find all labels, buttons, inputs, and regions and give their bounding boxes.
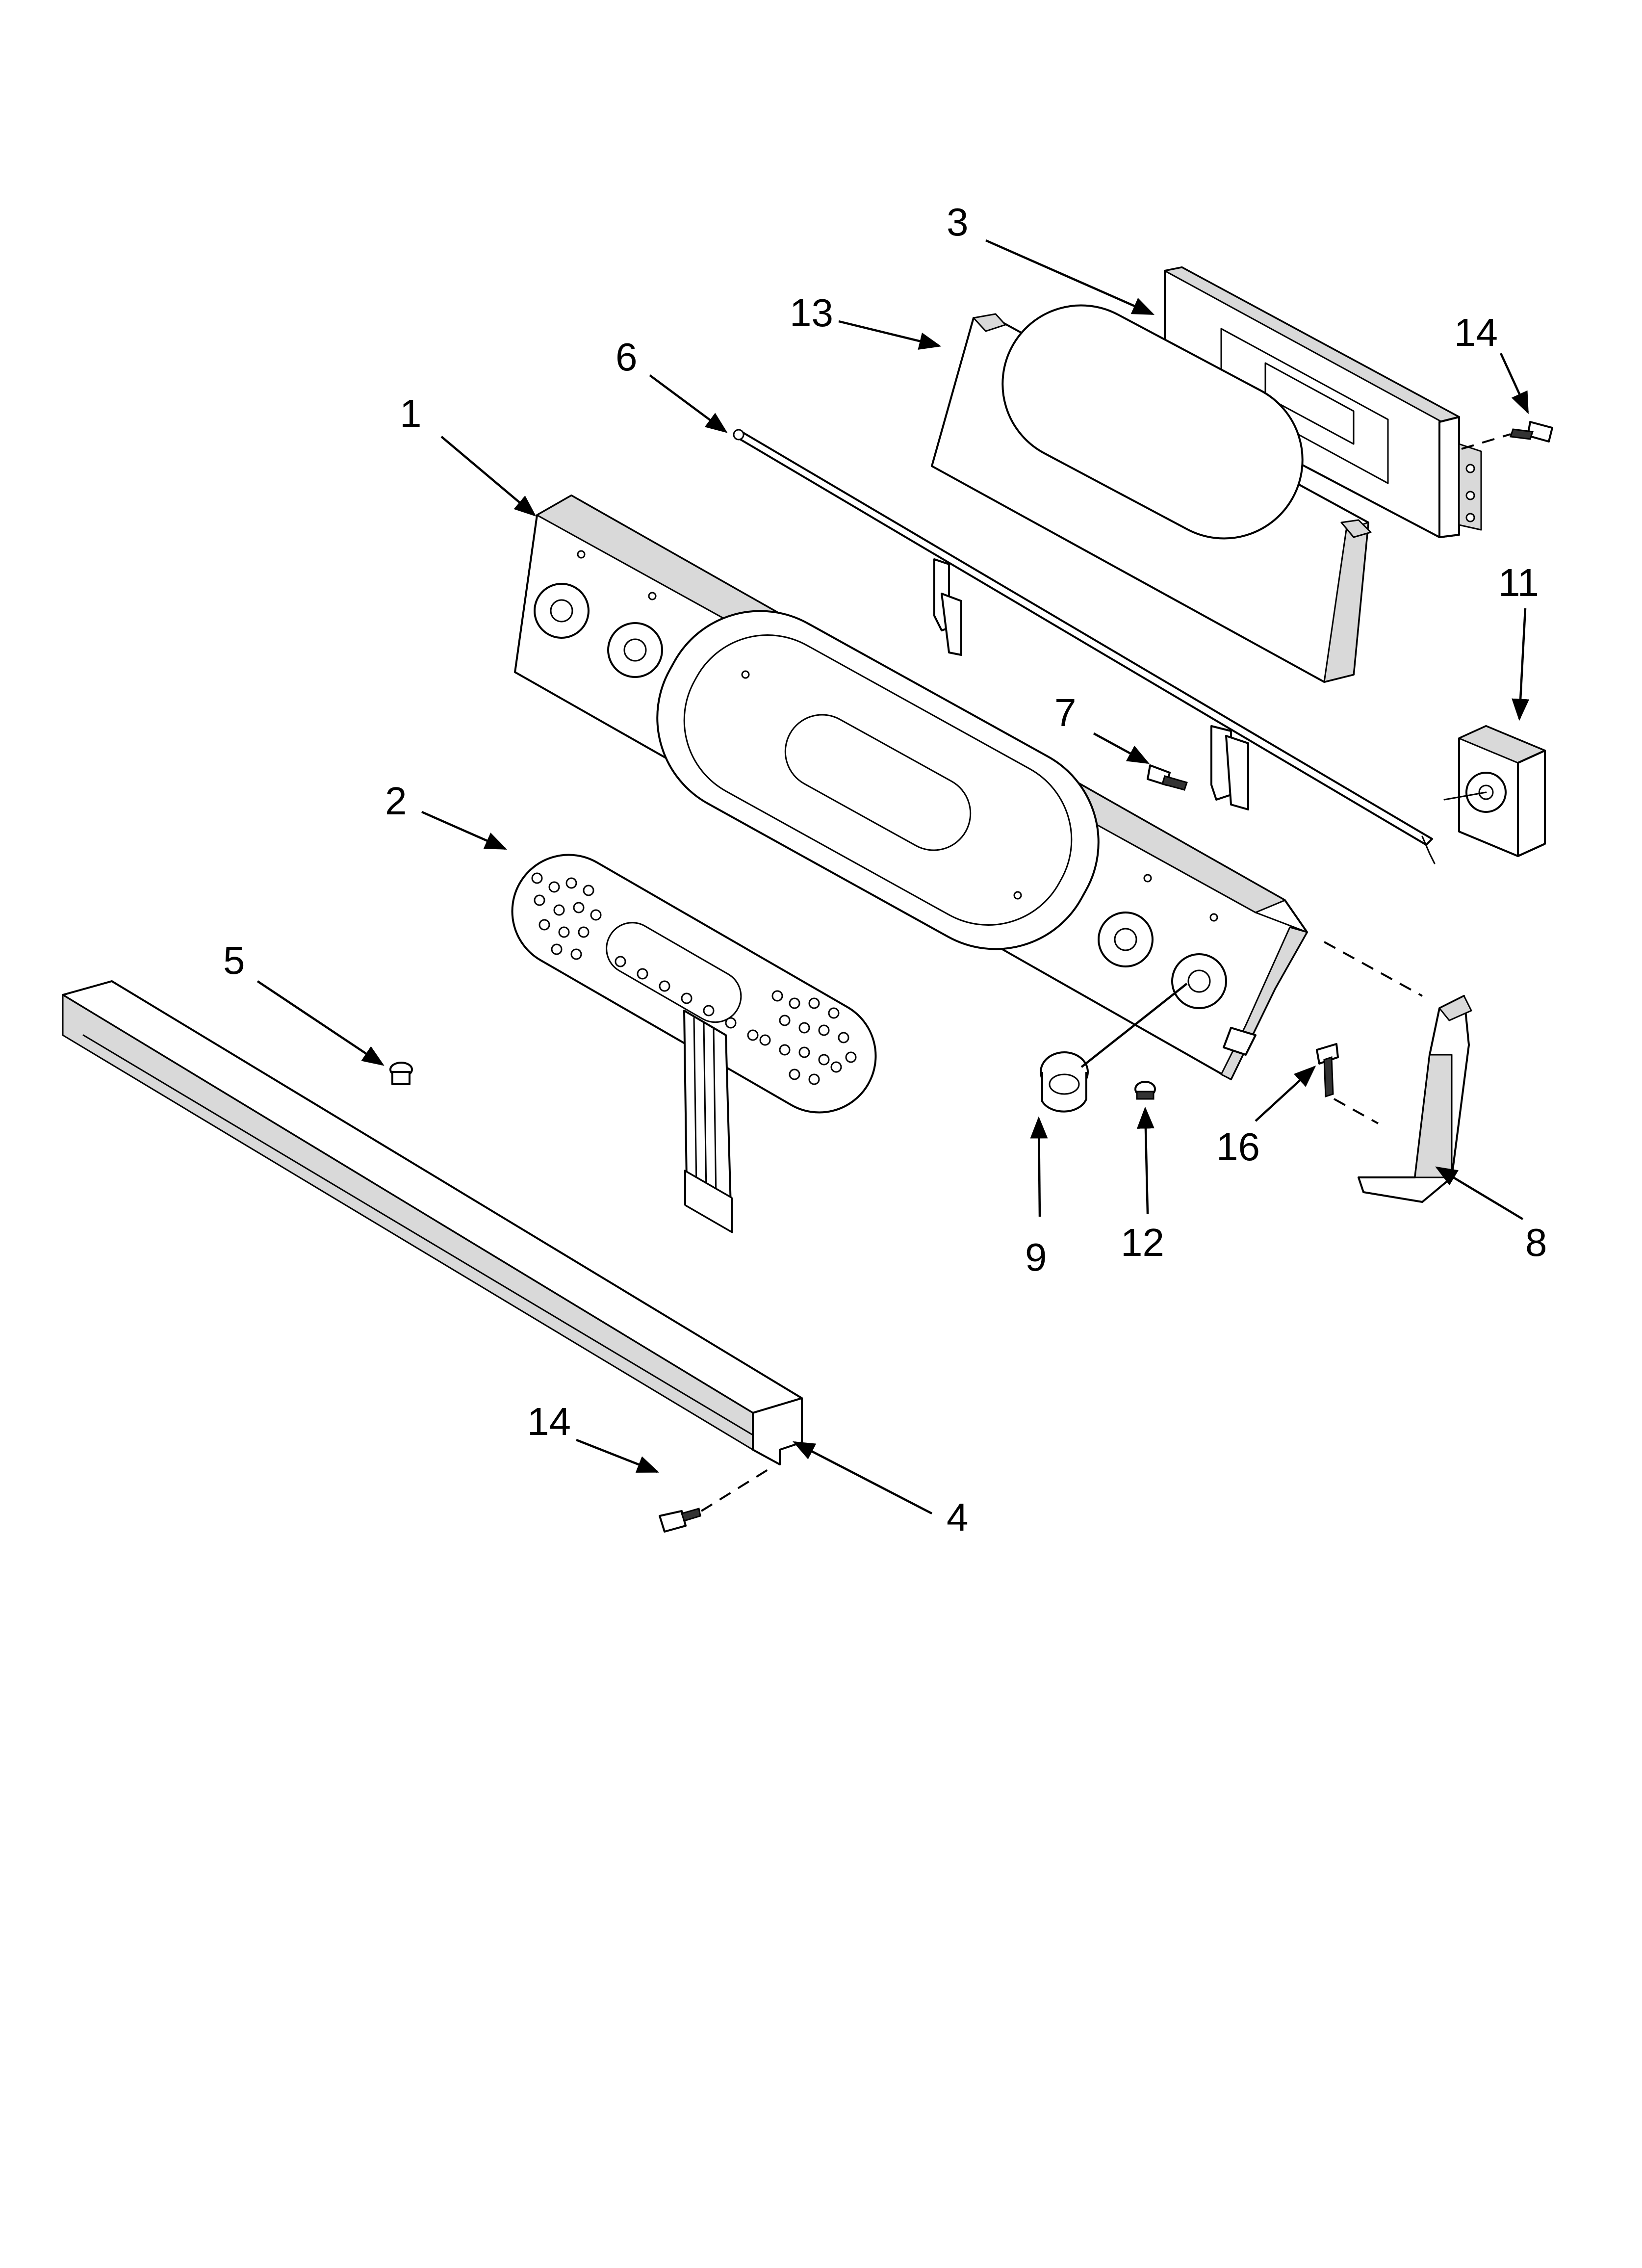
callout-9: 9 [1025,1235,1047,1279]
leader-lines [257,239,1530,1514]
part-7-screw[interactable] [1147,764,1188,791]
alignment-line-14-bottom [700,1466,773,1512]
callout-11: 11 [1498,561,1539,604]
part-14-screw-top[interactable] [1509,421,1553,443]
part-16-screw[interactable] [1316,1043,1339,1098]
part-14-screw-bottom[interactable] [659,1508,701,1533]
part-13-trim-frame[interactable] [931,278,1372,683]
part-9-knob[interactable] [1040,1051,1089,1113]
keypad-buttons-middle [615,956,759,1041]
callout-13: 13 [790,291,833,335]
callout-8: 8 [1525,1221,1547,1264]
callout-2: 2 [385,779,407,823]
part-6-brace-rod[interactable] [733,429,1436,864]
callout-14-top: 14 [1454,311,1498,354]
part-4-trim-strip[interactable] [62,980,803,1465]
keypad-buttons-right [759,990,857,1085]
alignment-line-14-top [1461,433,1511,450]
callout-6: 6 [616,335,638,379]
part-8-end-cap[interactable] [1358,995,1472,1203]
callout-14-bottom: 14 [527,1400,571,1443]
part-3-control-board[interactable] [1164,266,1482,538]
part-1-console-panel[interactable] [514,495,1308,1080]
callout-7: 7 [1054,691,1077,734]
keypad-buttons-left [531,872,602,960]
part-2-membrane-keypad[interactable] [491,834,896,1233]
callout-16: 16 [1216,1125,1260,1169]
callout-labels: 1 2 3 4 5 6 7 8 9 11 12 13 14 14 16 [223,200,1547,1539]
part-5-screw[interactable] [389,1062,413,1085]
callout-3: 3 [947,200,969,244]
part-12-cap[interactable] [1134,1081,1156,1100]
callout-4: 4 [947,1495,969,1539]
alignment-line-right [1324,941,1423,997]
callout-1: 1 [400,391,422,435]
callout-5: 5 [223,938,245,982]
alignment-line-16 [1334,1098,1379,1124]
callout-12: 12 [1121,1221,1164,1264]
part-11-switch[interactable] [1443,725,1546,857]
